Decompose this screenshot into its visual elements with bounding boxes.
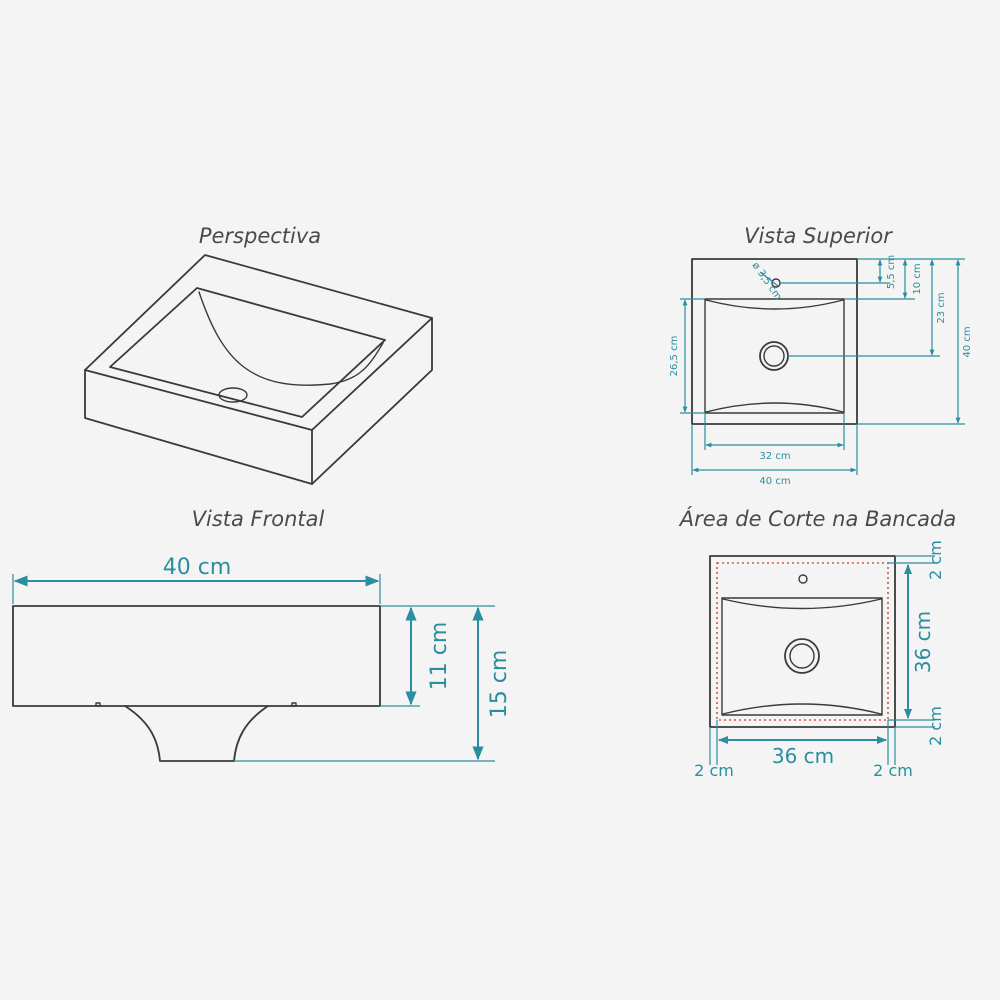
dim-cut-right-bottom: 2 cm <box>926 706 945 746</box>
front-view: Vista Frontal 40 cm 11 cm 15 cm <box>12 507 512 762</box>
cut-area-dimension-lines <box>709 555 935 765</box>
front-view-title: Vista Frontal <box>192 507 325 531</box>
dim-10cm: 10 cm <box>912 263 923 294</box>
dim-front-width: 40 cm <box>163 555 232 580</box>
perspective-view: Perspectiva <box>84 224 433 485</box>
dim-5-5cm: 5,5 cm <box>886 255 897 289</box>
perspective-title: Perspectiva <box>199 224 321 248</box>
hole-diameter-label: ø 3,5 cm <box>750 260 784 302</box>
cut-area-title: Área de Corte na Bancada <box>678 506 956 531</box>
dim-cut-bottom-mid: 36 cm <box>772 744 834 768</box>
dim-bowl-depth: 26,5 cm <box>669 336 680 377</box>
dim-23cm: 23 cm <box>936 292 947 323</box>
cut-line <box>716 562 889 721</box>
front-view-dimension-lines <box>12 574 495 762</box>
cut-area-sink-drawing <box>709 555 896 728</box>
dim-cut-right-top: 2 cm <box>926 540 945 580</box>
dim-cut-right-mid: 36 cm <box>911 611 935 673</box>
front-view-sink-drawing <box>12 605 381 762</box>
dim-cut-bottom-left: 2 cm <box>694 761 734 780</box>
perspective-sink-drawing <box>84 254 433 485</box>
dim-front-11cm: 11 cm <box>427 622 452 691</box>
top-view-title: Vista Superior <box>744 224 893 248</box>
top-view: Vista Superior <box>669 224 973 487</box>
top-view-dimension-lines <box>680 258 965 475</box>
dim-bowl-width: 32 cm <box>759 451 790 462</box>
dim-front-15cm: 15 cm <box>487 650 512 719</box>
dim-cut-bottom-right: 2 cm <box>873 761 913 780</box>
dim-total-height: 40 cm <box>962 326 973 357</box>
cut-area-view: Área de Corte na Bancada 2 cm 36 c <box>678 506 956 780</box>
dim-total-width: 40 cm <box>759 476 790 487</box>
